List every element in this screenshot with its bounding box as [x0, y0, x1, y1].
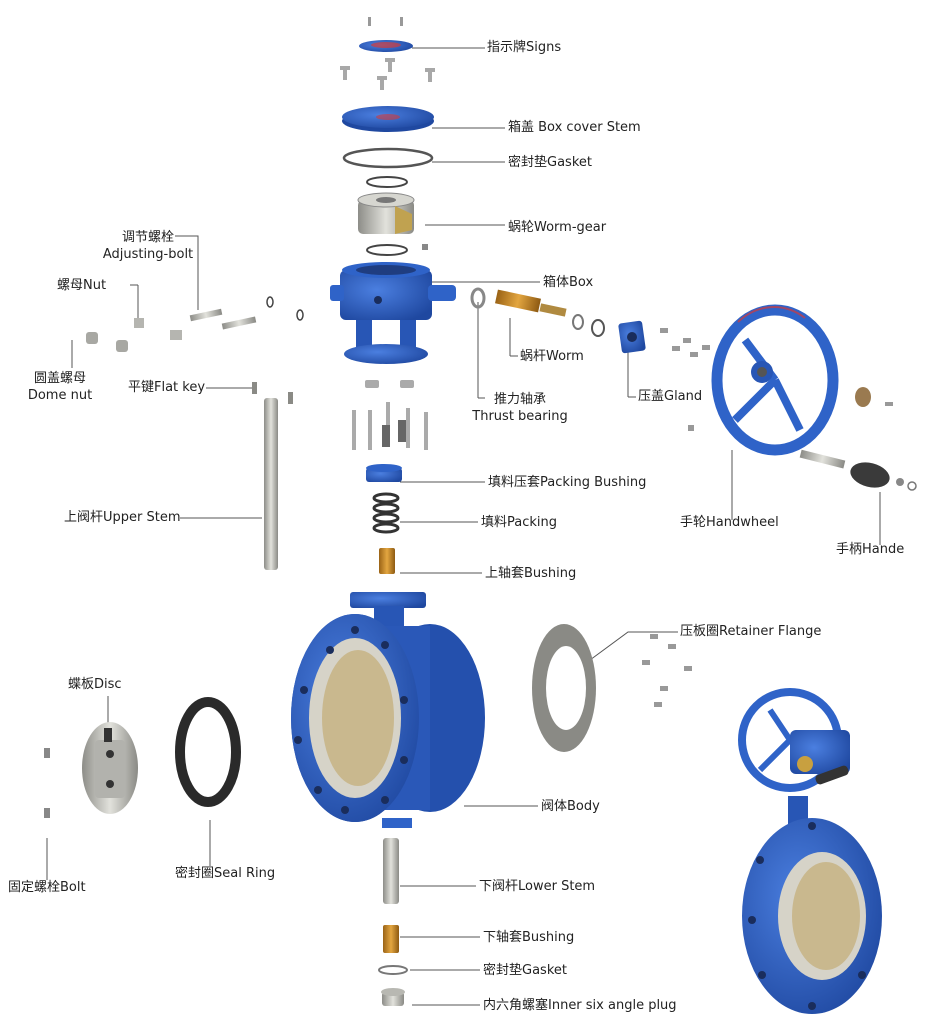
label-fix-bolt: 固定螺栓Bolt	[8, 880, 86, 895]
flat-keys	[252, 382, 293, 404]
label-lower-bushing: 下轴套Bushing	[483, 930, 575, 945]
label-seal-ring: 密封圈Seal Ring	[175, 866, 276, 881]
label-gasket-top: 密封垫Gasket	[508, 155, 592, 170]
label-packing: 填料Packing	[481, 515, 558, 530]
gland	[618, 320, 646, 354]
label-box-cover: 箱盖 Box cover Stem	[508, 120, 641, 135]
packing	[372, 492, 400, 534]
label-adjusting-bolt-en: Adjusting-bolt	[102, 247, 194, 262]
plug	[381, 988, 405, 1006]
upper-stem	[264, 398, 278, 570]
lower-stem	[383, 838, 399, 904]
label-flat-key: 平键Flat key	[128, 380, 206, 395]
box-cover	[342, 106, 434, 132]
seal-ring	[175, 697, 241, 807]
label-thrust-bearing: 推力轴承 Thrust bearing	[470, 391, 570, 425]
label-gasket-bottom: 密封垫Gasket	[483, 963, 567, 978]
o-ring-mid	[366, 244, 408, 256]
gear-box	[330, 262, 456, 364]
label-adjusting-bolt-cn: 调节螺栓	[121, 230, 174, 245]
label-retainer-flange: 压板圈Retainer Flange	[680, 624, 822, 639]
handwheel-screw	[885, 402, 893, 406]
label-handwheel: 手轮Handwheel	[680, 515, 779, 530]
valve-body	[291, 592, 485, 828]
disc-bolts	[44, 748, 50, 818]
retainer-flange	[532, 624, 596, 752]
label-worm: 蜗杆Worm	[520, 349, 584, 364]
label-worm-gear: 蜗轮Worm-gear	[508, 220, 607, 235]
gland-bolts	[660, 328, 710, 431]
packing-bushing	[366, 464, 402, 482]
gasket-bottom	[378, 965, 408, 975]
label-packing-bushing: 填料压套Packing Bushing	[488, 475, 647, 490]
assembled-valve	[738, 688, 882, 1014]
adjusting-hardware	[86, 296, 304, 352]
label-nut: 螺母Nut	[57, 278, 107, 293]
label-lower-stem: 下阀杆Lower Stem	[479, 879, 596, 894]
leader-lines	[46, 47, 881, 1006]
label-dome-nut-cn: 圆盖螺母	[33, 371, 86, 386]
label-thrust-bearing-en: Thrust bearing	[472, 409, 568, 424]
upper-bushing	[379, 548, 395, 574]
retainer-screws	[642, 634, 692, 707]
gasket-top	[342, 147, 434, 169]
label-dome-nut: 圆盖螺母 Dome nut	[15, 370, 105, 404]
label-gland: 压盖Gland	[638, 389, 703, 404]
cover-screws	[340, 58, 435, 90]
key-small	[422, 244, 428, 250]
label-plug: 内六角螺塞Inner six angle plug	[483, 998, 677, 1013]
label-disc: 蝶板Disc	[68, 677, 122, 692]
handle	[799, 449, 917, 491]
disc	[82, 722, 138, 814]
label-upper-bushing: 上轴套Bushing	[485, 566, 577, 581]
label-dome-nut-en: Dome nut	[27, 388, 93, 403]
handwheel	[711, 304, 839, 456]
o-ring-top	[366, 176, 408, 188]
worm-gear	[357, 192, 415, 234]
mounting-bolts	[352, 380, 428, 450]
label-handle: 手柄Hande	[836, 542, 905, 557]
handwheel-washer	[855, 387, 871, 407]
label-body: 阀体Body	[541, 799, 600, 814]
label-signs: 指示牌Signs	[487, 40, 562, 55]
worm-shaft	[470, 287, 605, 337]
label-box: 箱体Box	[543, 275, 594, 290]
label-adjusting-bolt: 调节螺栓 Adjusting-bolt	[98, 229, 198, 263]
label-thrust-bearing-cn: 推力轴承	[493, 392, 546, 407]
label-upper-stem: 上阀杆Upper Stem	[64, 510, 181, 525]
signs-plate	[359, 17, 413, 52]
lower-bushing	[383, 925, 399, 953]
